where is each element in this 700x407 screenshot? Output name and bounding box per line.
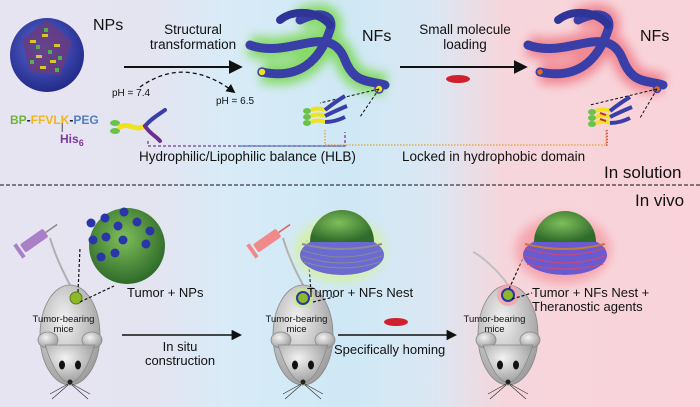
formula-peg: PEG bbox=[73, 113, 99, 127]
nfs-label-1: NFs bbox=[362, 28, 392, 45]
locked-label: Locked in hydrophobic domain bbox=[402, 149, 586, 164]
arrow-in-situ-label: In situ construction bbox=[140, 339, 220, 369]
mouse-2-label-line2: mice bbox=[286, 324, 307, 336]
mouse-1-label-line2: mice bbox=[53, 324, 74, 336]
mouse-1-label: Tumor-bearing mice bbox=[27, 314, 100, 336]
mouse-2-label: Tumor-bearing mice bbox=[260, 314, 333, 336]
mouse-3-label: Tumor-bearing mice bbox=[458, 314, 531, 336]
formula-bp: BP bbox=[10, 113, 27, 127]
tumor-nf-nest bbox=[295, 210, 385, 282]
nf-crosssection-1 bbox=[303, 94, 348, 126]
arrow2-label-line2: loading bbox=[443, 36, 487, 52]
peptide-molecule-icon bbox=[110, 108, 167, 143]
mouse-2 bbox=[246, 223, 336, 400]
formula-his: His6 bbox=[60, 132, 84, 149]
arrow2-label-line1: Small molecule bbox=[419, 22, 511, 37]
arrow2-label: Small molecule loading bbox=[410, 22, 520, 53]
stage3-caption: Tumor + NFs Nest + Theranostic agents bbox=[532, 285, 650, 315]
formula-bond: | bbox=[61, 122, 64, 132]
molecule-formula: BP-FFVLK-PEG bbox=[10, 113, 99, 127]
arrow-homing-label: Specifically homing bbox=[334, 342, 446, 357]
his-subscript: 6 bbox=[78, 138, 84, 148]
hlb-label: Hydrophilic/Lipophilic balance (HLB) bbox=[139, 149, 356, 164]
his-label: His bbox=[60, 132, 79, 146]
in-situ-line1: In situ bbox=[162, 339, 198, 354]
stage2-caption: Tumor + NFs Nest bbox=[307, 285, 414, 300]
ph-dashed-arrow bbox=[139, 71, 236, 94]
drug-molecule-icon-2 bbox=[384, 318, 408, 326]
tumor-with-nps bbox=[86, 207, 165, 284]
mouse-1 bbox=[13, 223, 103, 400]
in-vivo-label: In vivo bbox=[635, 191, 685, 210]
drug-molecule-icon bbox=[446, 75, 470, 83]
in-solution-label: In solution bbox=[604, 163, 682, 182]
mouse-1-label-line1: Tumor-bearing bbox=[32, 314, 95, 325]
formula-ffvlk: FFVLK bbox=[30, 113, 70, 127]
nf-crosssection-2 bbox=[588, 95, 633, 127]
mouse-2-label-line1: Tumor-bearing bbox=[265, 314, 328, 325]
ph-end-label: pH = 6.5 bbox=[216, 96, 255, 107]
stage3-caption-line2: Theranostic agents bbox=[532, 299, 643, 315]
stage1-caption: Tumor + NPs bbox=[127, 285, 204, 300]
ph-start-label: pH = 7.4 bbox=[112, 88, 151, 99]
mouse-3-label-line1: Tumor-bearing bbox=[463, 314, 526, 325]
mouse-3-label-line2: mice bbox=[484, 324, 505, 336]
tumor-nf-nest-theranostic bbox=[515, 211, 611, 284]
nanofibers-green bbox=[245, 3, 390, 96]
in-situ-line2: construction bbox=[144, 353, 216, 369]
nanofibers-red bbox=[523, 3, 668, 96]
nanoparticle-sphere bbox=[10, 18, 84, 92]
arrow1-label-line2: transformation bbox=[149, 36, 237, 52]
arrow1-label-line1: Structural bbox=[164, 22, 222, 37]
nps-label: NPs bbox=[93, 17, 124, 34]
nfs-label-2: NFs bbox=[640, 28, 670, 45]
mouse-3 bbox=[472, 251, 541, 400]
stage3-caption-line1: Tumor + NFs Nest + bbox=[532, 285, 650, 300]
arrow1-label: Structural transformation bbox=[148, 22, 238, 53]
